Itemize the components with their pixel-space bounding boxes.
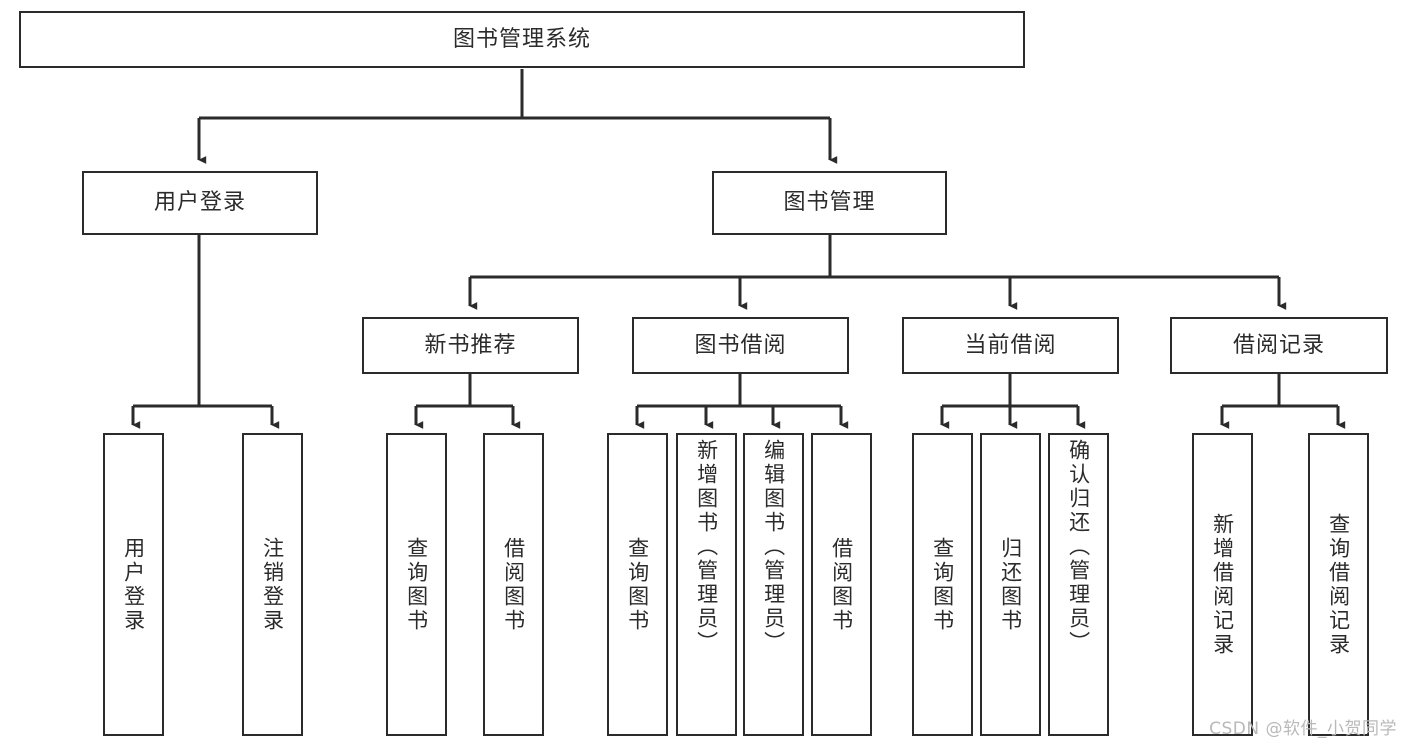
node-label: 图书管理系统 [452,26,591,52]
node-leaf-borrow-book[interactable]: 借阅图书 [811,433,872,736]
node-label: 新书推荐 [424,332,517,358]
node-label: 图书借阅 [694,332,787,358]
node-user-login[interactable]: 用户登录 [82,171,318,235]
node-leaf-add-borrow-record[interactable]: 新增借阅记录 [1192,433,1253,736]
node-label: 新增借阅记录 [1210,512,1235,657]
node-leaf-borrow-book-recommend[interactable]: 借阅图书 [483,433,544,736]
node-label: 注销登录 [260,536,285,633]
node-label: 查询图书 [404,536,429,633]
node-label: 确认归还（管理员） [1066,439,1091,655]
node-label: 当前借阅 [964,332,1057,358]
node-label: 编辑图书（管理员） [761,439,786,655]
node-leaf-query-book-borrow[interactable]: 查询图书 [607,433,668,736]
node-label: 借阅图书 [829,536,854,633]
csdn-watermark: CSDN @软件_小贺同学 [1209,719,1397,739]
node-label: 归还图书 [998,536,1023,633]
node-leaf-user-login[interactable]: 用户登录 [103,433,164,736]
node-leaf-confirm-return-admin[interactable]: 确认归还（管理员） [1048,433,1109,736]
node-leaf-logout[interactable]: 注销登录 [242,433,303,736]
node-book-management[interactable]: 图书管理 [712,171,947,235]
node-new-book-recommend[interactable]: 新书推荐 [362,317,579,374]
node-current-borrow[interactable]: 当前借阅 [902,317,1119,374]
node-borrow-record[interactable]: 借阅记录 [1170,317,1388,374]
node-label: 查询图书 [930,536,955,633]
node-root-book-management-system[interactable]: 图书管理系统 [19,11,1025,68]
node-label: 借阅图书 [501,536,526,633]
node-label: 用户登录 [121,536,146,633]
node-label: 查询借阅记录 [1326,512,1351,657]
node-label: 图书管理 [783,190,876,216]
node-label: 借阅记录 [1232,332,1325,358]
node-label: 查询图书 [625,536,650,633]
node-leaf-return-book[interactable]: 归还图书 [980,433,1041,736]
node-leaf-query-book-recommend[interactable]: 查询图书 [386,433,447,736]
node-book-borrow[interactable]: 图书借阅 [632,317,849,374]
node-leaf-edit-book-admin[interactable]: 编辑图书（管理员） [743,433,804,736]
node-label: 新增图书（管理员） [694,439,719,655]
node-label: 用户登录 [153,190,246,216]
node-leaf-add-book-admin[interactable]: 新增图书（管理员） [676,433,737,736]
node-leaf-query-borrow-record[interactable]: 查询借阅记录 [1308,433,1369,736]
node-leaf-query-book-current[interactable]: 查询图书 [912,433,973,736]
